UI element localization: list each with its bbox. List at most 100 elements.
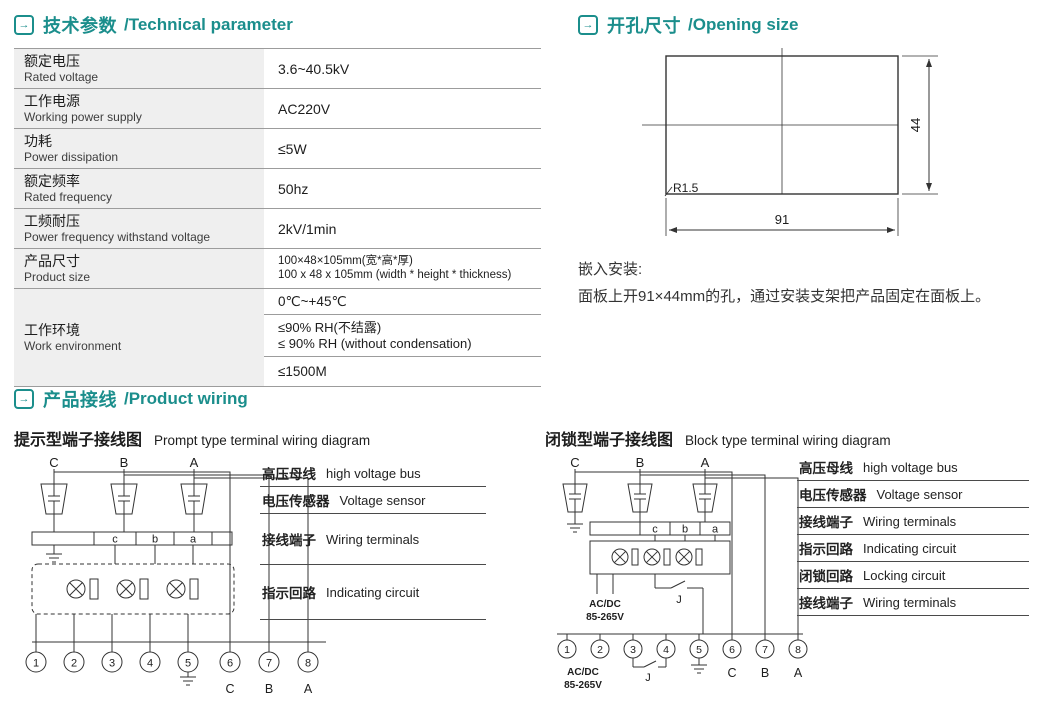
param-label-zh: 功耗: [24, 133, 52, 149]
opening-size-header: → 开孔尺寸 /Opening size: [578, 12, 1044, 38]
legend-en: Wiring terminals: [863, 513, 957, 529]
install-note-title: 嵌入安装:: [578, 261, 643, 278]
legend-row: 指示回路 Indicating circuit: [797, 535, 1029, 562]
relay-label: J: [645, 672, 651, 684]
diagram-title-en: Block type terminal wiring diagram: [685, 433, 891, 448]
block-legend-table: 高压母线 high voltage bus 电压传感器 Voltage sens…: [797, 454, 1029, 616]
bottom-phase-label: B: [265, 682, 273, 696]
terminal-label: a: [712, 524, 719, 536]
terminal-number-label: 3: [630, 644, 636, 656]
phase-a-wire: [194, 477, 309, 642]
section-title-en: /Technical parameter: [124, 15, 293, 34]
terminal-number-label: 8: [795, 644, 801, 656]
phase-c-wire: [575, 471, 733, 634]
voltage-sensor-icon: [562, 483, 588, 518]
terminal-number-label: 7: [266, 658, 272, 670]
block-wiring-diagram: C B A c b a AC/DC 85-265V J 1 2 3 4 5 6 …: [557, 456, 808, 691]
param-value: 2kV/1min: [264, 208, 541, 249]
param-value: 50hz: [264, 168, 541, 209]
param-label: 产品尺寸 Product size: [14, 248, 264, 289]
legend-zh: 闭锁回路: [799, 569, 853, 584]
phase-label: A: [190, 456, 199, 470]
technical-parameters-table: 额定电压 Rated voltage 3.6~40.5kV 工作电源 Worki…: [14, 48, 541, 387]
block-wiring-column: 闭锁型端子接线图 Block type terminal wiring diag…: [545, 426, 1050, 702]
legend-en: Wiring terminals: [863, 594, 957, 610]
bottom-phase-label: A: [304, 682, 313, 696]
legend-row: 接线端子 Wiring terminals: [260, 514, 486, 565]
indicator-lamp-icon: [675, 548, 703, 566]
terminal-label: b: [682, 524, 688, 536]
param-value: AC220V: [264, 88, 541, 129]
radius-leader-line: [664, 186, 673, 197]
legend-zh: 电压传感器: [262, 494, 330, 509]
terminal-number-label: 6: [227, 658, 233, 670]
terminal-label: c: [112, 534, 118, 546]
ground-icon: [180, 672, 196, 686]
terminal-number-label: 2: [71, 658, 77, 670]
diagram-title-en: Prompt type terminal wiring diagram: [154, 433, 371, 448]
legend-row: 闭锁回路 Locking circuit: [797, 562, 1029, 589]
param-label: 功耗 Power dissipation: [14, 128, 264, 169]
prompt-wiring-column: 提示型端子接线图 Prompt type terminal wiring dia…: [14, 426, 522, 702]
prompt-wiring-diagram: C B A c b a 1 2 3 4 5 6 7 8 C B A: [25, 456, 326, 696]
dimension-width-label: 91: [775, 212, 789, 227]
legend-row: 指示回路 Indicating circuit: [260, 565, 486, 620]
phase-label: A: [701, 456, 710, 470]
dimension-height-label: 44: [908, 118, 923, 132]
power-label: AC/DC: [567, 667, 599, 678]
install-note: 嵌入安装: 面板上开91×44mm的孔，通过安装支架把产品固定在面板上。: [578, 256, 1044, 310]
legend-zh: 高压母线: [799, 461, 853, 476]
legend-en: Voltage sensor: [876, 486, 963, 502]
phase-label: B: [120, 456, 129, 470]
legend-row: 高压母线 high voltage bus: [797, 454, 1029, 481]
terminal-number-label: 6: [729, 644, 735, 656]
legend-zh: 接线端子: [799, 596, 853, 611]
param-label-en: Working power supply: [24, 110, 142, 124]
param-label: 工频耐压 Power frequency withstand voltage: [14, 208, 264, 249]
bottom-phase-label: B: [761, 666, 769, 680]
legend-row: 接线端子 Wiring terminals: [797, 508, 1029, 535]
terminal-number-label: 4: [663, 644, 669, 656]
install-note-text: 面板上开91×44mm的孔，通过安装支架把产品固定在面板上。: [578, 288, 991, 305]
prompt-diagram-body: C B A c b a 1 2 3 4 5 6 7 8 C B A: [14, 452, 522, 702]
terminal-number-label: 1: [564, 644, 570, 656]
param-label-en: Product size: [24, 270, 91, 284]
arrow-icon: →: [14, 15, 34, 35]
param-row: 额定频率 Rated frequency 50hz: [14, 168, 541, 209]
param-label-zh: 工频耐压: [24, 213, 80, 229]
param-row: 工频耐压 Power frequency withstand voltage 2…: [14, 208, 541, 249]
indicator-lamp-icon: [66, 578, 99, 600]
param-label-en: Power dissipation: [24, 150, 119, 164]
relay-label: J: [676, 594, 682, 606]
section-technical-parameter: → 技术参数 /Technical parameter 额定电压 Rated v…: [14, 12, 541, 387]
param-label: 额定电压 Rated voltage: [14, 48, 264, 89]
legend-en: Locking circuit: [863, 567, 946, 583]
param-label: 工作电源 Working power supply: [14, 88, 264, 129]
power-label: AC/DC: [589, 599, 621, 610]
legend-en: Indicating circuit: [863, 540, 957, 556]
param-value: 100×48×105mm(宽*高*厚) 100 x 48 x 105mm (wi…: [264, 248, 541, 289]
terminal-label: b: [152, 534, 158, 546]
terminal-label: a: [190, 534, 197, 546]
param-value-line: 100 x 48 x 105mm (width * height * thick…: [278, 268, 512, 281]
param-label-zh: 工作环境: [24, 322, 80, 338]
indicating-circuit-box: [31, 563, 235, 615]
block-diagram-title: 闭锁型端子接线图 Block type terminal wiring diag…: [545, 426, 1050, 450]
param-label: 额定频率 Rated frequency: [14, 168, 264, 209]
phase-c-wire: [54, 471, 231, 642]
param-label: 工作环境 Work environment: [14, 288, 264, 387]
block-diagram-body: C B A c b a AC/DC 85-265V J 1 2 3 4 5 6 …: [545, 452, 1050, 702]
ground-icon: [691, 658, 707, 674]
terminal-circles: [25, 651, 319, 673]
param-label-en: Work environment: [24, 339, 122, 353]
voltage-sensor-icon: [110, 483, 138, 532]
legend-zh: 高压母线: [262, 467, 316, 482]
phase-a-wire: [705, 477, 799, 634]
legend-zh: 接线端子: [262, 533, 316, 548]
voltage-sensor-icon: [180, 483, 208, 532]
param-label-en: Rated frequency: [24, 190, 113, 204]
diagram-title-zh: 闭锁型端子接线图: [545, 432, 674, 449]
lamp-block-box: [589, 540, 731, 575]
param-label-zh: 额定频率: [24, 173, 80, 189]
bottom-phase-label: C: [225, 682, 234, 696]
